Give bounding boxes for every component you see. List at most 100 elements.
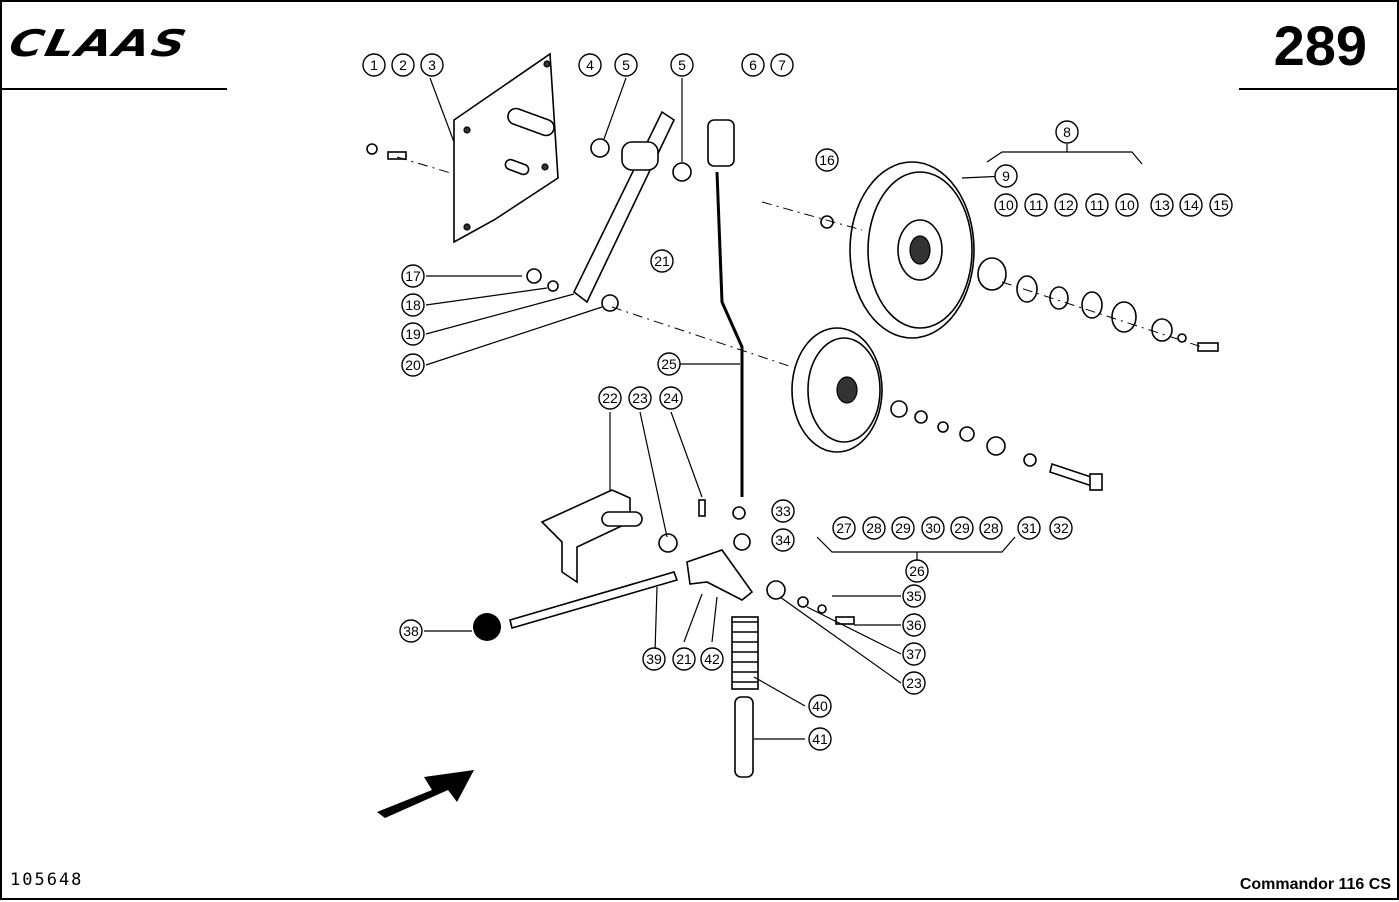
callout-35: 35 [902,584,926,608]
control-rod [707,119,744,497]
pulley-large [849,161,975,339]
svg-text:12: 12 [1058,197,1074,213]
callout-1: 1 [362,53,386,77]
svg-text:2: 2 [399,57,407,73]
callout-21b: 21 [672,647,696,671]
callout-40: 40 [808,694,832,718]
svg-text:34: 34 [775,532,791,548]
leader-lines [424,77,1143,740]
svg-text:33: 33 [775,503,791,519]
callout-28a: 28 [862,516,886,540]
callout-9: 9 [994,164,1018,188]
svg-text:27: 27 [836,520,852,536]
svg-text:10: 10 [998,197,1014,213]
svg-text:26: 26 [909,563,925,579]
svg-text:36: 36 [906,617,922,633]
svg-text:16: 16 [819,152,835,168]
lever-arm [572,110,676,304]
svg-text:37: 37 [906,646,922,662]
callout-26: 26 [905,559,929,583]
header-rule-right [1239,88,1397,90]
svg-text:40: 40 [812,698,828,714]
callout-28b: 28 [979,516,1003,540]
bolt-32 [1049,462,1103,491]
svg-text:14: 14 [1183,197,1199,213]
callout-37: 37 [902,642,926,666]
callout-7: 7 [770,53,794,77]
svg-text:6: 6 [749,57,757,73]
svg-text:23: 23 [906,675,922,691]
callout-16: 16 [815,148,839,172]
direction-arrow [377,770,474,818]
svg-text:31: 31 [1021,520,1037,536]
header-rule-left [2,88,227,90]
callout-15: 15 [1209,193,1233,217]
callout-17: 17 [401,264,425,288]
svg-text:5: 5 [678,57,686,73]
model-name: Commandor 116 CS [1239,876,1391,893]
svg-text:19: 19 [405,326,421,342]
svg-text:22: 22 [602,390,618,406]
svg-text:5: 5 [622,57,630,73]
callout-12: 12 [1054,193,1078,217]
page-number: 289 [1273,14,1367,77]
callout-31: 31 [1017,516,1041,540]
svg-text:23: 23 [632,390,648,406]
svg-text:7: 7 [778,57,786,73]
callout-23a: 23 [628,386,652,410]
callout-36: 36 [902,613,926,637]
callout-10a: 10 [994,193,1018,217]
svg-text:17: 17 [405,268,421,284]
callout-38: 38 [399,619,423,643]
callout-21a: 21 [650,249,674,273]
callout-5a: 5 [614,53,638,77]
document-id: 105648 [10,870,84,890]
callout-34: 34 [771,528,795,552]
svg-text:11: 11 [1029,197,1044,213]
callout-32: 32 [1049,516,1073,540]
bracket [540,489,643,584]
small-parts [366,138,1219,625]
callout-11b: 11 [1085,193,1109,217]
svg-text:29: 29 [895,520,911,536]
callout-6: 6 [741,53,765,77]
callout-19: 19 [401,322,425,346]
callout-8: 8 [1055,120,1079,144]
callout-29b: 29 [950,516,974,540]
callout-42: 42 [700,647,724,671]
svg-text:24: 24 [663,390,679,406]
callout-30: 30 [921,516,945,540]
callout-29a: 29 [891,516,915,540]
svg-text:21: 21 [654,253,670,269]
svg-text:38: 38 [403,623,419,639]
callout-3: 3 [420,53,444,77]
svg-text:25: 25 [661,356,677,372]
callout-24: 24 [659,386,683,410]
spring [731,616,759,690]
center-lines [396,156,1203,368]
svg-text:28: 28 [983,520,999,536]
svg-text:39: 39 [646,651,662,667]
svg-text:28: 28 [866,520,882,536]
svg-text:18: 18 [405,297,421,313]
callout-27: 27 [832,516,856,540]
callout-33: 33 [771,499,795,523]
callout-4: 4 [578,53,602,77]
svg-text:4: 4 [586,57,594,73]
callout-20: 20 [401,353,425,377]
callout-22: 22 [598,386,622,410]
callout-25: 25 [657,352,681,376]
svg-text:21: 21 [676,651,692,667]
svg-text:42: 42 [704,651,720,667]
callout-18: 18 [401,293,425,317]
svg-text:11: 11 [1090,197,1105,213]
svg-text:41: 41 [812,731,828,747]
svg-text:13: 13 [1154,197,1170,213]
pin [734,696,754,778]
pivot-block [686,549,754,601]
svg-text:32: 32 [1053,520,1069,536]
svg-text:15: 15 [1213,197,1229,213]
svg-text:3: 3 [428,57,436,73]
